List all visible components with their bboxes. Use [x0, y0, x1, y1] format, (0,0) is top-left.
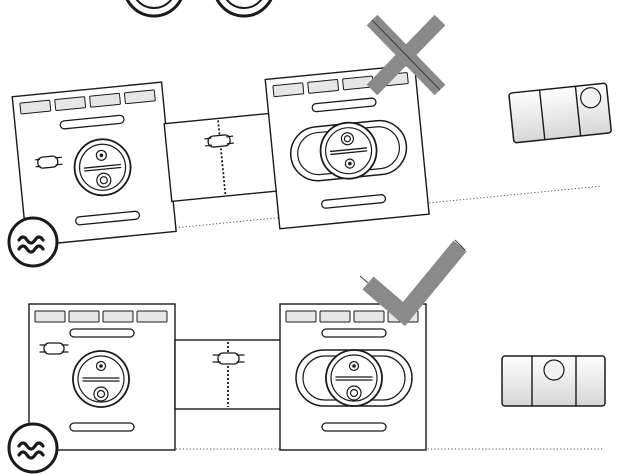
dryer-front-icon: [264, 64, 430, 230]
power-supply-icon: [7, 422, 59, 474]
top-knobs-partial: [125, 0, 273, 18]
cross-icon: [366, 14, 446, 96]
incorrect-installation-panel: [7, 14, 612, 268]
connecting-cable-span: [174, 339, 282, 410]
correct-installation-panel: [7, 239, 606, 474]
checkmark-icon: [359, 239, 467, 327]
washer-front-icon: [11, 81, 177, 247]
washer-front-icon: [28, 303, 176, 451]
dryer-front-icon: [279, 303, 427, 451]
spirit-level-icon-tilted: [508, 82, 612, 144]
spirit-level-icon-level: [501, 355, 606, 407]
connecting-cable-span: [163, 112, 281, 203]
power-supply-icon: [7, 216, 59, 268]
